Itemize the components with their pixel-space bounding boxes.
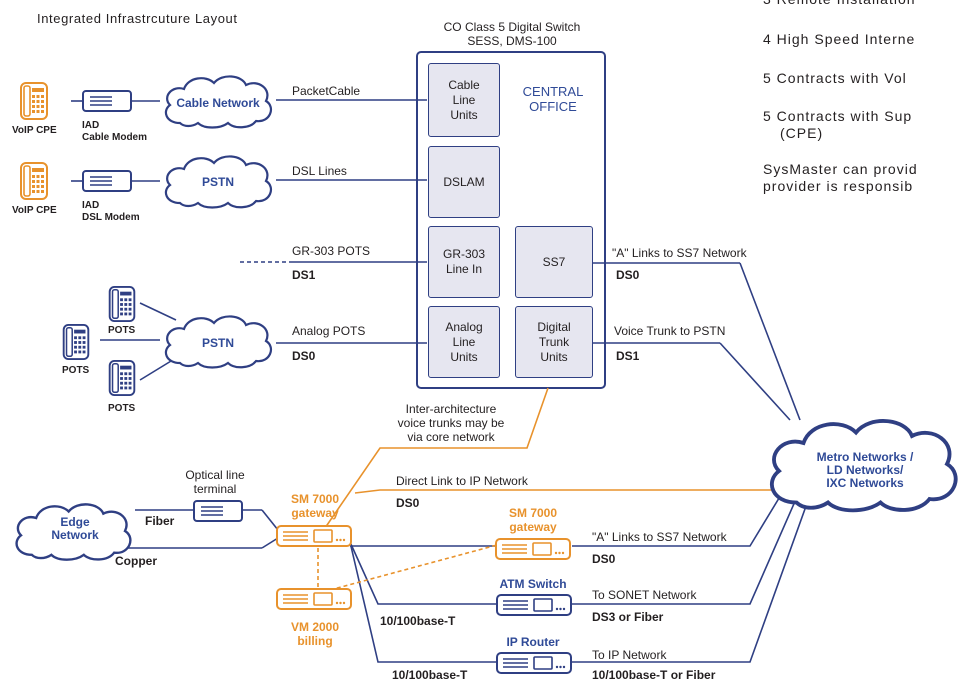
ss7-unit: SS7 bbox=[515, 226, 593, 298]
to-ip-network-label: To IP Network bbox=[592, 648, 667, 662]
edge-network-label: Edge Network bbox=[51, 515, 99, 542]
atm-switch-icon bbox=[496, 594, 572, 616]
packetcable-label: PacketCable bbox=[292, 84, 361, 98]
voip-cpe-label-1: VoIP CPE bbox=[12, 125, 57, 136]
sm7000-a-label-2: gateway bbox=[291, 506, 339, 520]
pots-phone-icon-1 bbox=[108, 286, 136, 322]
atm-switch-label: ATM Switch bbox=[499, 577, 567, 591]
cable-network-label: Cable Network bbox=[176, 96, 260, 110]
voip-phone-icon-2 bbox=[20, 162, 48, 200]
pots-label-1: POTS bbox=[108, 325, 136, 336]
ds3-fiber-label: DS3 or Fiber bbox=[592, 610, 664, 624]
ds0-label-left: DS0 bbox=[292, 349, 316, 363]
iad-dsl-modem-icon bbox=[82, 170, 132, 192]
cable-modem-label: Cable Modem bbox=[82, 132, 148, 143]
iad-label-2: IAD bbox=[82, 200, 100, 211]
dslam-unit: DSLAM bbox=[428, 146, 500, 218]
iad-label-1: IAD bbox=[82, 120, 100, 131]
pots-label-2: POTS bbox=[62, 365, 90, 376]
direct-link-ip-label: Direct Link to IP Network bbox=[396, 474, 528, 488]
pstn-label-bottom: PSTN bbox=[201, 336, 234, 350]
right-text-line2: 4 High Speed Interne bbox=[763, 31, 916, 47]
co-heading-line2: SESS, DMS-100 bbox=[467, 34, 557, 48]
ds0-label-ss7: DS0 bbox=[616, 268, 640, 282]
voip-phone-icon-1 bbox=[20, 82, 48, 120]
co-heading-line1: CO Class 5 Digital Switch bbox=[443, 20, 581, 34]
inter-architecture-note: Inter-architecture voice trunks may be v… bbox=[397, 402, 505, 444]
right-text-line4b: (CPE) bbox=[780, 125, 824, 141]
pots-phone-icon-2 bbox=[62, 324, 90, 360]
sm7000-b-label-1: SM 7000 bbox=[508, 506, 558, 520]
copper-label: Copper bbox=[115, 554, 157, 568]
digital-trunk-units: Digital Trunk Units bbox=[515, 306, 593, 378]
analog-pots-label: Analog POTS bbox=[292, 324, 366, 338]
vm2000-label-2: billing bbox=[297, 634, 333, 648]
base-t-label-1: 10/100base-T bbox=[380, 614, 456, 628]
vm2000-billing-icon bbox=[276, 588, 352, 610]
ds1-label-left: DS1 bbox=[292, 268, 316, 282]
ds1-label-trunk: DS1 bbox=[616, 349, 640, 363]
ds0-label-direct: DS0 bbox=[396, 496, 420, 510]
right-text-line3: 5 Contracts with Vol bbox=[763, 70, 907, 86]
a-links-ss7-label: "A" Links to SS7 Network bbox=[612, 246, 747, 260]
central-office-label: CENTRAL OFFICE bbox=[522, 84, 584, 114]
a-links-ss7-label-2: "A" Links to SS7 Network bbox=[592, 530, 727, 544]
right-text-para1: SysMaster can provid bbox=[763, 161, 918, 177]
olt-label-1: Optical line bbox=[185, 468, 245, 482]
sm7000-gateway-a-icon bbox=[276, 525, 352, 547]
sm7000-gateway-b-icon bbox=[495, 538, 571, 560]
dsl-modem-label: DSL Modem bbox=[82, 212, 140, 223]
fiber-label: Fiber bbox=[145, 514, 175, 528]
analog-line-units: Analog Line Units bbox=[428, 306, 500, 378]
pots-label-3: POTS bbox=[108, 403, 136, 414]
voip-cpe-label-2: VoIP CPE bbox=[12, 205, 57, 216]
pstn-label-top: PSTN bbox=[201, 175, 234, 189]
iad-cable-modem-icon bbox=[82, 90, 132, 112]
sm7000-b-label-2: gateway bbox=[509, 520, 557, 534]
right-text-line4: 5 Contracts with Sup bbox=[763, 108, 913, 124]
olt-label-2: terminal bbox=[193, 482, 237, 496]
metro-networks-label: Metro Networks / LD Networks/ IXC Networ… bbox=[816, 450, 914, 490]
right-text-line1: 3 Remote Installation bbox=[763, 0, 916, 8]
dsl-lines-label: DSL Lines bbox=[292, 164, 347, 178]
optical-line-terminal-icon bbox=[193, 500, 243, 522]
diagram-title: Integrated Infrastrcuture Layout bbox=[37, 11, 238, 26]
right-text-para2: provider is responsib bbox=[763, 178, 914, 194]
pots-phone-icon-3 bbox=[108, 360, 136, 396]
to-sonet-label: To SONET Network bbox=[592, 588, 697, 602]
gr303-line-in-unit: GR-303 Line In bbox=[428, 226, 500, 298]
base-t-fiber-label: 10/100base-T or Fiber bbox=[592, 668, 716, 682]
gr303-pots-label: GR-303 POTS bbox=[292, 244, 371, 258]
vm2000-label-1: VM 2000 bbox=[290, 620, 340, 634]
ds0-label-gateway: DS0 bbox=[592, 552, 616, 566]
ip-router-label: IP Router bbox=[506, 635, 560, 649]
voice-trunk-label: Voice Trunk to PSTN bbox=[614, 324, 726, 338]
ip-router-icon bbox=[496, 652, 572, 674]
sm7000-a-label-1: SM 7000 bbox=[290, 492, 340, 506]
cable-line-units: Cable Line Units bbox=[428, 63, 500, 137]
base-t-label-2: 10/100base-T bbox=[392, 668, 468, 682]
